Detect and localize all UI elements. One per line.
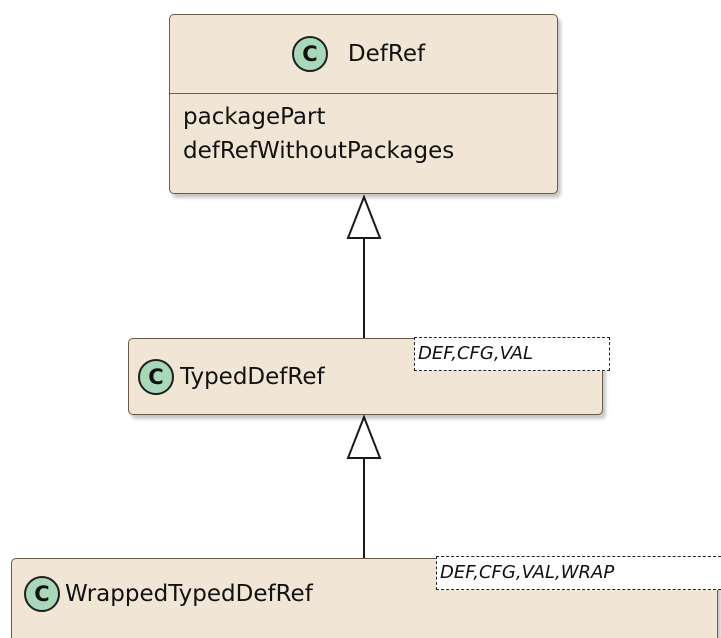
class-stereotype-icon: C bbox=[138, 358, 174, 395]
attribute-item: defRefWithoutPackages bbox=[183, 138, 455, 164]
class-header: C TypedDefRef bbox=[129, 339, 602, 414]
generalization-typeddefref-to-defref bbox=[346, 194, 382, 338]
class-typeddefref[interactable]: C TypedDefRef bbox=[128, 338, 603, 415]
class-header: C WrappedTypedDefRef bbox=[12, 559, 717, 629]
class-stereotype-icon: C bbox=[291, 36, 328, 72]
class-header: C DefRef bbox=[170, 15, 557, 93]
class-name: TypedDefRef bbox=[180, 363, 325, 390]
class-attributes: packagePart defRefWithoutPackages bbox=[170, 93, 557, 168]
attribute-item: packagePart bbox=[183, 104, 326, 130]
type-parameters-box: DEF,CFG,VAL bbox=[414, 337, 610, 371]
class-name: DefRef bbox=[347, 41, 426, 67]
type-parameters-box: DEF,CFG,VAL,WRAP bbox=[436, 556, 721, 590]
class-stereotype-icon: C bbox=[24, 576, 60, 612]
generalization-wrappedtypeddefref-to-typeddefref bbox=[346, 414, 382, 558]
class-name: WrappedTypedDefRef bbox=[65, 581, 313, 607]
class-defref[interactable]: C DefRef packagePart defRefWithoutPackag… bbox=[169, 14, 558, 194]
